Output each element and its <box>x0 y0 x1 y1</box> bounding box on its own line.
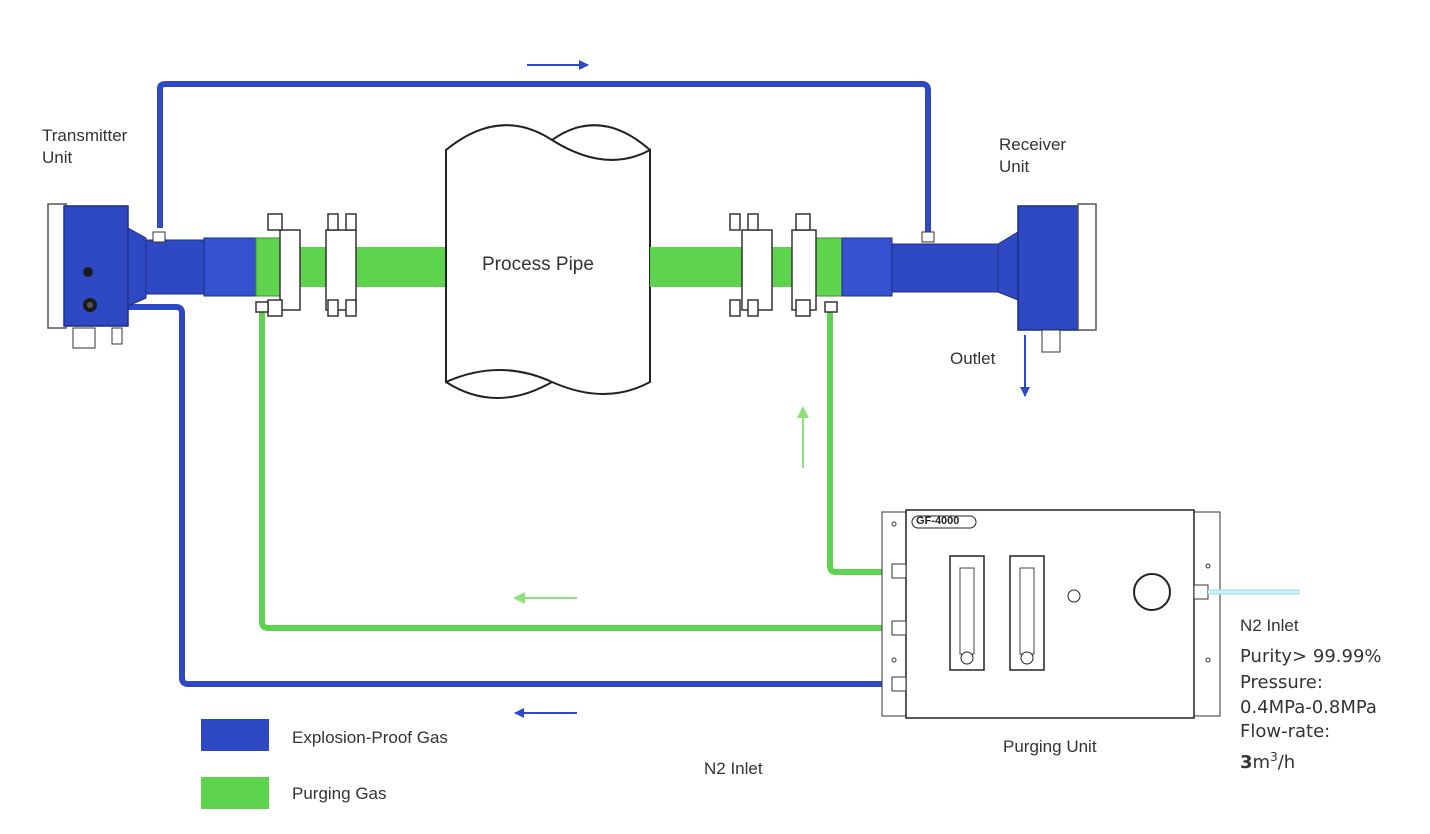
flow-rate-label: Flow-rate: <box>1240 721 1331 742</box>
legend-swatch-purging <box>201 777 269 809</box>
flow-rate-per: /h <box>1277 752 1296 773</box>
process-pipe-label: Process Pipe <box>482 254 594 275</box>
receiver-unit <box>841 203 1097 353</box>
left-flange-pair <box>255 213 357 317</box>
outlet-label: Outlet <box>950 349 996 368</box>
flow-rate-unit: m <box>1252 752 1271 773</box>
explosion-proof-bottom-line <box>128 304 884 687</box>
n2-inlet-bottom-label: N2 Inlet <box>704 759 763 778</box>
receiver-label-line2: Unit <box>999 157 1030 176</box>
transmitter-label-line1: Transmitter <box>42 126 128 145</box>
pressure-value: 0.4MPa-0.8MPa <box>1240 697 1377 718</box>
purging-unit <box>881 509 1221 719</box>
transmitter-unit <box>47 203 257 349</box>
n2-inlet-right-label: N2 Inlet <box>1240 616 1299 635</box>
legend-label-explosion-proof: Explosion-Proof Gas <box>292 728 448 747</box>
explosion-proof-top-line <box>157 81 931 232</box>
flow-rate-number: 3 <box>1240 752 1253 773</box>
left-purge-section <box>255 237 281 297</box>
pressure-knob <box>1067 589 1081 603</box>
purging-unit-label: Purging Unit <box>1003 737 1097 756</box>
purging-line-to-transmitter <box>259 312 884 631</box>
purity-spec: Purity> 99.99% <box>1240 646 1382 667</box>
legend-label-purging: Purging Gas <box>292 784 387 803</box>
model-label: GF-4000 <box>916 515 960 527</box>
right-purge-section <box>815 237 843 297</box>
pressure-label: Pressure: <box>1240 672 1323 693</box>
pressure-gauge <box>1133 573 1171 611</box>
right-flange-pair <box>729 213 838 317</box>
flow-rate-value: 3m3/h <box>1240 745 1295 775</box>
receiver-label-line1: Receiver <box>999 135 1067 154</box>
flow-rate-exponent: 3 <box>1270 750 1278 764</box>
purging-line-to-receiver <box>827 312 884 575</box>
transmitter-label-line2: Unit <box>42 148 73 167</box>
legend-swatch-explosion-proof <box>201 719 269 751</box>
